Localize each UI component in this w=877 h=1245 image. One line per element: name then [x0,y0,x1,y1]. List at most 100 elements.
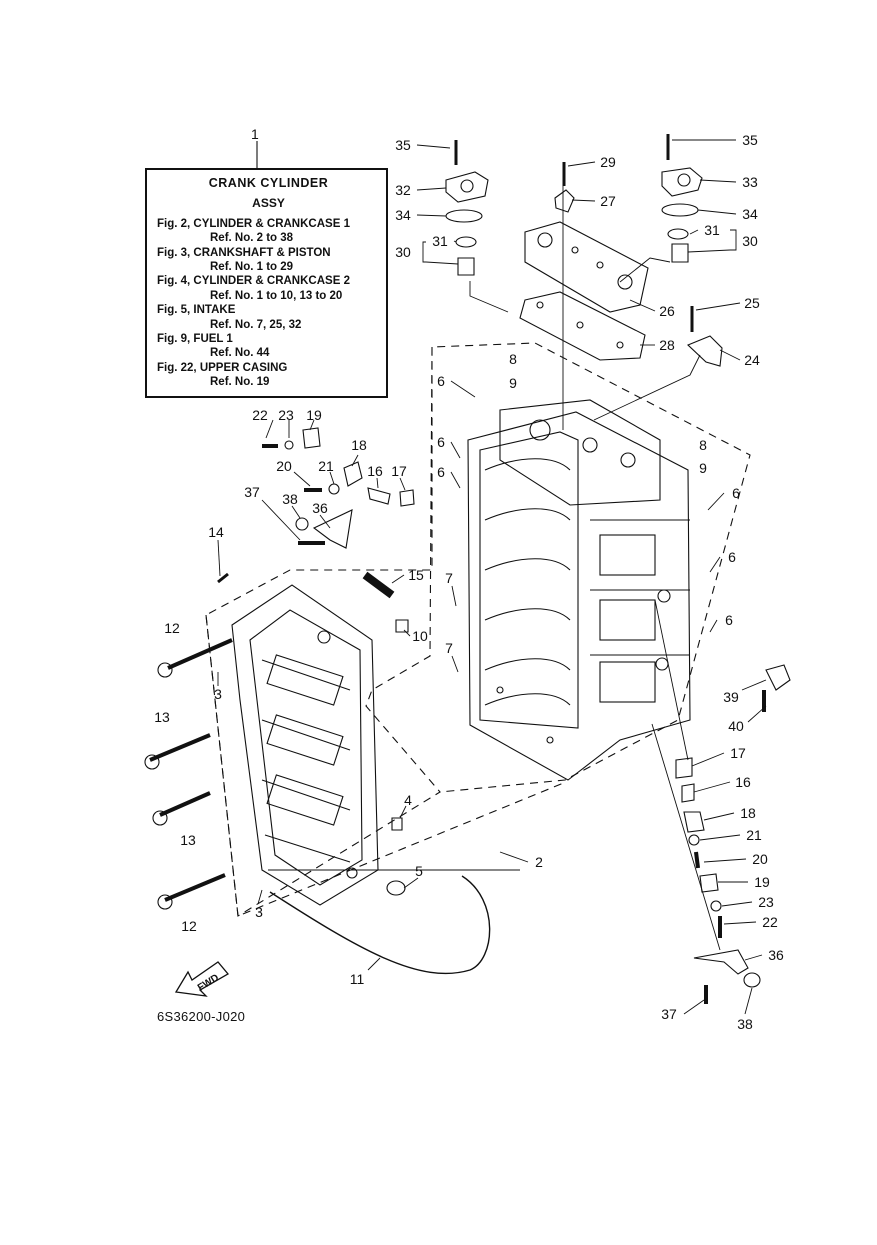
callout-4: 4 [404,792,412,808]
drawing-code: 6S36200-J020 [157,1009,246,1024]
callout-12: 12 [181,918,197,934]
callout-12: 12 [164,620,180,636]
callout-28: 28 [659,337,675,353]
callout-16: 16 [367,463,383,479]
exhaust-cover-26 [524,221,649,313]
callout-2: 2 [535,854,543,870]
figure-ref-range: Ref. No. 1 to 29 [210,261,294,274]
plug-38-bottom [743,972,761,988]
leader-lines [217,139,767,1015]
callout-17: 17 [391,463,407,479]
callout-23: 23 [278,407,294,423]
callout-38: 38 [282,491,298,507]
clamp-39 [765,664,791,691]
assembly-title: CRANK CYLINDER [208,176,329,190]
callout-3: 3 [214,686,222,702]
callout-21: 21 [318,458,334,474]
sensor-15 [362,571,395,599]
sensor-16-bottom [681,783,695,803]
callout-21: 21 [746,827,762,843]
callout-31: 31 [432,233,448,249]
callout-7: 7 [445,640,453,656]
callout-3: 3 [255,904,263,920]
assembly-subtitle: ASSY [252,196,285,211]
callout-5: 5 [415,863,423,879]
callout-9: 9 [699,460,707,476]
callout-24: 24 [744,352,760,368]
hose-11 [269,875,491,975]
callout-36: 36 [768,947,784,963]
callout-29: 29 [600,154,616,170]
fwd-label: FWD [196,972,221,993]
bolt-13-lower [159,791,211,817]
washer-23-bottom [710,900,722,912]
callout-32: 32 [395,182,411,198]
callout-8: 8 [509,351,517,367]
crankcase [231,584,379,906]
callout-23: 23 [758,894,774,910]
callout-20: 20 [276,458,292,474]
callout-19: 19 [306,407,322,423]
thermostat-30-left [457,257,475,276]
callout-15: 15 [408,567,424,583]
clamp-24 [687,335,723,367]
callout-27: 27 [600,193,616,209]
figure-reference: Fig. 9, FUEL 1 [157,333,233,346]
callout-18: 18 [351,437,367,453]
callout-6: 6 [732,485,740,501]
gasket-28 [519,291,646,361]
cap-17-bottom [675,757,693,779]
figure-reference: Fig. 3, CRANKSHAFT & PISTON [157,246,331,259]
callout-9: 9 [509,375,517,391]
bolt-12-bottom [164,873,226,902]
bolt-head [144,754,160,770]
seal-21-top [328,483,340,495]
callout-7: 7 [445,570,453,586]
callout-35: 35 [742,132,758,148]
callout-30: 30 [395,244,411,260]
figure-ref-range: Ref. No. 44 [210,347,270,360]
thermostat-31-right [667,228,689,240]
callout-10: 10 [412,628,428,644]
bolt-head [157,662,173,678]
callout-34: 34 [742,206,758,222]
callout-6: 6 [725,612,733,628]
gasket-34-right [661,203,699,217]
callout-35: 35 [395,137,411,153]
callout-18: 18 [740,805,756,821]
bolt-12-top [167,638,233,670]
clamp-27 [554,189,575,213]
callout-14: 14 [208,524,224,540]
callout-6: 6 [728,549,736,565]
callout-26: 26 [659,303,675,319]
callout-6: 6 [437,464,445,480]
callout-20: 20 [752,851,768,867]
figure-reference: Fig. 5, INTAKE [157,304,236,317]
callout-22: 22 [252,407,268,423]
figure-ref-range: Ref. No. 1 to 10, 13 to 20 [210,289,343,302]
bolt-14 [217,572,229,584]
bracket-19-top [302,427,321,449]
assembly-info-box: CRANK CYLINDER ASSY Fig. 2, CYLINDER & C… [145,168,388,398]
callout-13: 13 [180,832,196,848]
fwd-arrow [174,961,229,997]
callout-38: 38 [737,1016,753,1032]
callout-40: 40 [728,718,744,734]
thermostat-30-right [671,243,689,263]
dowel-10 [395,619,409,633]
cover-18-top [343,461,363,487]
callout-19: 19 [754,874,770,890]
callout-8: 8 [699,437,707,453]
callout-37: 37 [244,484,260,500]
figure-reference: Fig. 4, CYLINDER & CRANKCASE 2 [157,275,350,288]
bracket-36-bottom [693,949,749,975]
bolt-head [157,894,173,910]
callout-34: 34 [395,207,411,223]
thermostat-cover-33 [661,167,703,197]
callout-25: 25 [744,295,760,311]
callout-37: 37 [661,1006,677,1022]
